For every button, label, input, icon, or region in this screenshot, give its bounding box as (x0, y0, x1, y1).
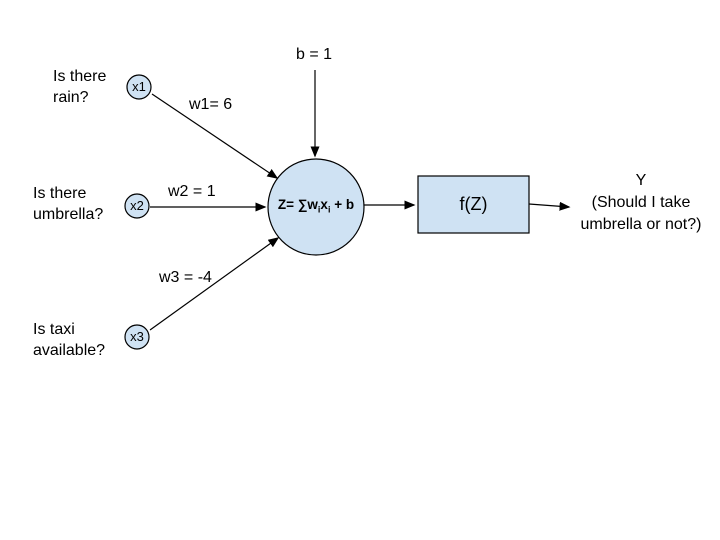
input-question-x1-line1: Is there (53, 68, 107, 85)
neuron-formula-prefix: Z= ∑w (277, 197, 318, 212)
input-question-x2-line1: Is there (33, 185, 87, 202)
weight-label-w3: w3 = -4 (159, 269, 212, 286)
neuron-formula-suffix: + b (330, 197, 355, 212)
output-label-line3: umbrella or not?) (580, 216, 702, 233)
weight-label-w2: w2 = 1 (168, 183, 216, 200)
bias-label: b = 1 (296, 46, 333, 63)
neuron-circle (267, 158, 365, 256)
input-node-x3-circle (124, 324, 150, 350)
activation-box (417, 175, 530, 234)
neuron-formula-sub2: i (327, 204, 331, 215)
neuron-formula-sub1: i (317, 204, 321, 215)
input-question-x3: Is taxi available? (33, 319, 105, 361)
input-node-x1-circle (126, 74, 152, 100)
input-question-x3-line2: available? (33, 342, 106, 359)
output-label-line1: Y (635, 172, 647, 189)
input-node-x2-circle (124, 193, 150, 219)
input-question-x1: Is there rain? (53, 66, 106, 108)
output-label-line2: (Should I take (591, 194, 691, 211)
activation-to-output-arrow (528, 201, 571, 211)
input-arrow-x1 (151, 93, 279, 179)
weight-label-w1: w1= 6 (189, 96, 233, 113)
neuron-formula: Z= ∑wixi + b (268, 197, 364, 215)
neuron-formula-mid: x (320, 197, 328, 212)
output-label: Y (Should I take umbrella or not?) (563, 170, 719, 236)
input-arrow-x3 (149, 237, 280, 331)
input-node-x2-label: x2 (130, 198, 144, 213)
input-node-x1-label: x1 (132, 79, 146, 94)
activation-label: f(Z) (459, 194, 488, 214)
input-question-x3-line1: Is taxi (33, 321, 75, 338)
input-node-x3-label: x3 (130, 329, 144, 344)
input-question-x2-line2: umbrella? (33, 206, 104, 223)
input-question-x2: Is there umbrella? (33, 183, 103, 225)
input-question-x1-line2: rain? (53, 89, 89, 106)
